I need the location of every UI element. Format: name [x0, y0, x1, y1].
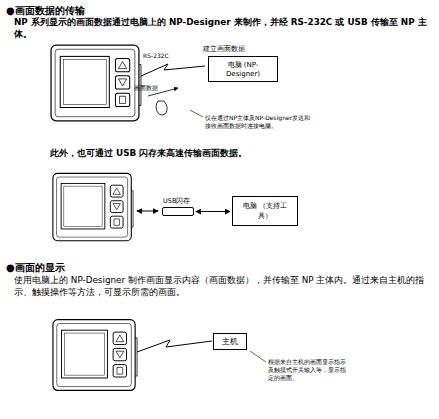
node-text: 主机	[222, 336, 238, 347]
note-text: 仅在通过NP主体及NP-Designer发送和接收画面数据时连接电脑。	[205, 114, 315, 130]
node-heading: USB闪存	[163, 197, 190, 206]
data-drop	[156, 101, 167, 115]
node-text: 电脑 (NP-Designer)	[213, 60, 273, 78]
double-arrow	[137, 211, 158, 212]
body-text: NP 系列显示的画面数据通过电脑上的 NP-Designer 来制作，并经 RS…	[14, 17, 434, 41]
section-heading: ●画面的显示	[6, 261, 206, 275]
usb-stick: USB闪存	[162, 207, 194, 216]
node-text: 电脑 （支持工具）	[237, 201, 293, 221]
np-device	[53, 320, 137, 391]
connector	[196, 211, 230, 212]
pc-box: 电脑 （支持工具）	[232, 196, 298, 226]
np-device	[53, 173, 133, 240]
leader-line	[190, 110, 203, 117]
rs232c-cable	[141, 64, 205, 76]
node-heading: 建立画面数据	[203, 45, 245, 54]
np-device	[51, 45, 141, 121]
note-text: 根据来自主机的画面显示指示及触摸式开关输入等，显示指定的画面。	[268, 358, 350, 382]
leader-line	[250, 351, 266, 362]
section-heading: ●画面数据的传输	[6, 4, 206, 18]
host-box: 主机	[213, 333, 247, 350]
body-text: 此外，也可通过 USB 闪存来高速传输画面数据。	[50, 148, 430, 160]
data-label: 画面数据	[134, 84, 174, 92]
body-text: 使用电脑上的 NP-Designer 制作画面显示内容（画面数据），并传输至 N…	[14, 275, 434, 299]
pc-box: 建立画面数据电脑 (NP-Designer)	[208, 56, 278, 82]
host-link	[137, 340, 212, 352]
port-label: RS-232C	[143, 52, 183, 60]
